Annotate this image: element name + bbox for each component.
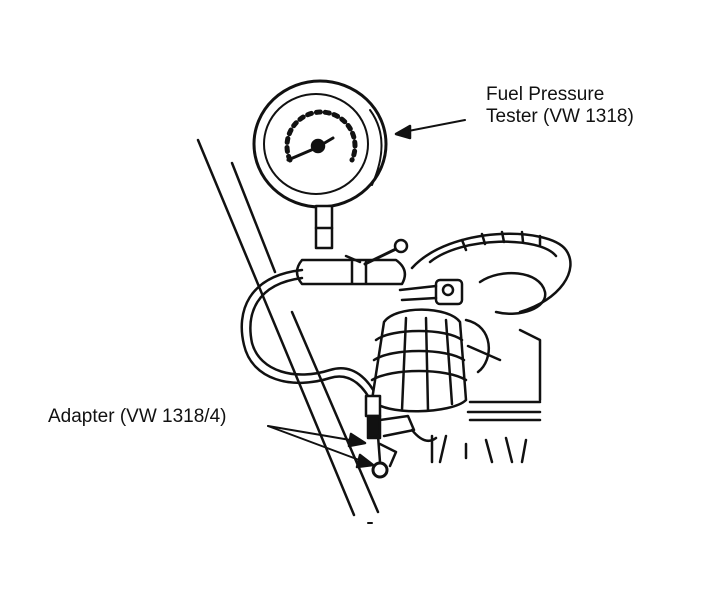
- tester-callout: Fuel Pressure Tester (VW 1318): [486, 84, 634, 128]
- tire: [410, 230, 572, 315]
- panel-edge-lines: [196, 138, 380, 517]
- adapter-label: Adapter (VW 1318/4): [48, 406, 227, 427]
- tester-leader-arrow: [394, 119, 466, 140]
- gauge-hose: [240, 268, 381, 406]
- engine-block: [410, 328, 542, 464]
- adapter-fittings: [364, 394, 416, 479]
- adapter-leader-arrows: [267, 425, 375, 469]
- fuel-distributor: [370, 308, 502, 413]
- tester-label-line1: Fuel Pressure: [486, 84, 605, 105]
- fuel-fitting: [398, 278, 464, 306]
- pressure-gauge: [252, 79, 388, 209]
- tester-stem-and-valve: [295, 204, 409, 286]
- tester-label-line2: Tester (VW 1318): [486, 106, 634, 127]
